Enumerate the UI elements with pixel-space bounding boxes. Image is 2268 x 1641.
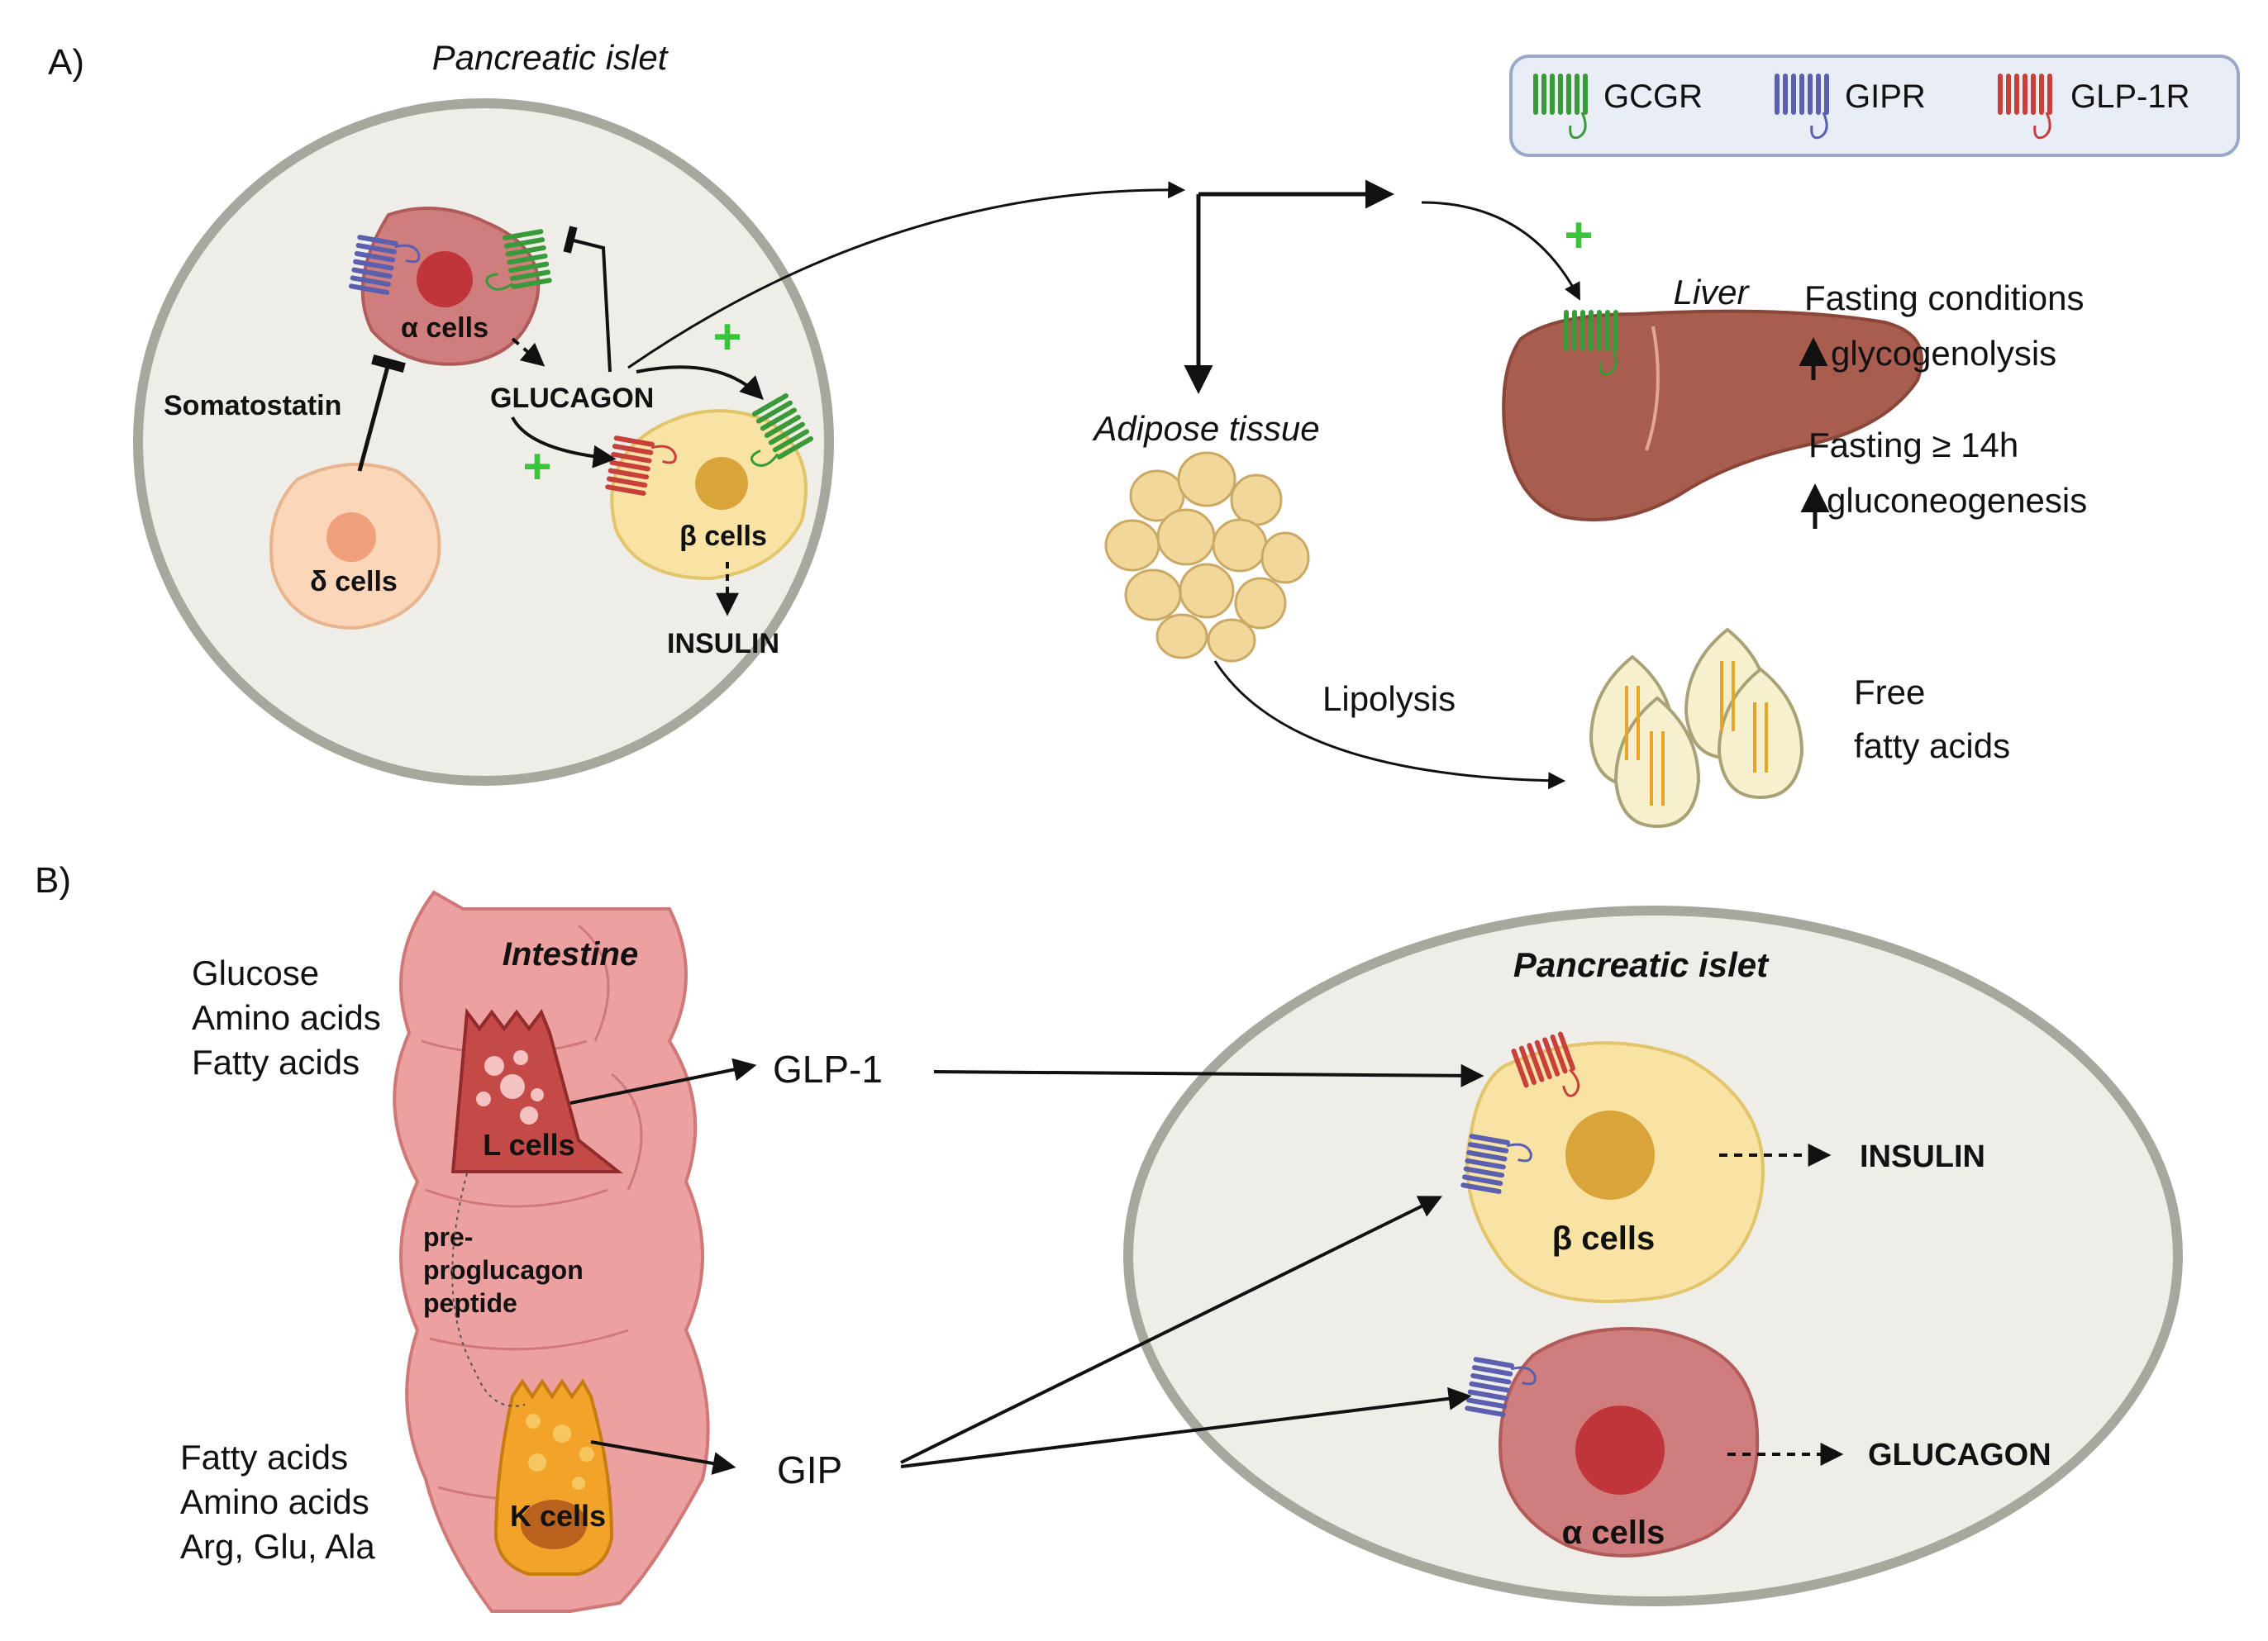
preproglucagon-line2: proglucagon bbox=[423, 1255, 584, 1285]
glp1-label: GLP-1 bbox=[773, 1048, 883, 1091]
fasting-conditions-text: Fasting conditions bbox=[1804, 278, 2085, 317]
glycogenolysis-text: glycogenolysis bbox=[1831, 334, 2056, 373]
l-nutrient-fatty-acids: Fatty acids bbox=[192, 1043, 360, 1082]
plus-sign-liver: + bbox=[1564, 207, 1593, 263]
glp1-to-beta-arrow bbox=[933, 1063, 1484, 1087]
glucagon-to-beta-gcgr-arrow bbox=[636, 365, 764, 400]
preproglucagon-line1: pre- bbox=[423, 1222, 473, 1252]
panel-a-label: A) bbox=[48, 42, 84, 83]
plus-sign-glp1r: + bbox=[522, 439, 551, 494]
legend-gipr-label: GIPR bbox=[1845, 78, 1926, 115]
ffa-label-line1: Free bbox=[1854, 673, 1925, 711]
insulin-label-b: INSULIN bbox=[1860, 1139, 1985, 1174]
liver-label: Liver bbox=[1673, 273, 1750, 312]
panel-b-label: B) bbox=[35, 860, 71, 901]
glucagon-label-b: GLUCAGON bbox=[1868, 1438, 2051, 1472]
delta-nucleus bbox=[326, 512, 376, 562]
insulin-label-a: INSULIN bbox=[667, 628, 779, 659]
plus-sign-gcgr: + bbox=[712, 309, 741, 364]
k-cell-nucleus bbox=[521, 1500, 587, 1549]
intestine-label: Intestine bbox=[503, 936, 638, 973]
beta-nucleus-b bbox=[1565, 1111, 1655, 1200]
k-nutrient-fatty-acids: Fatty acids bbox=[180, 1438, 348, 1477]
adipose-cluster bbox=[1104, 451, 1310, 663]
k-nutrient-arg-glu-ala: Arg, Glu, Ala bbox=[180, 1527, 375, 1566]
k-cell-to-gip-arrow bbox=[590, 1440, 736, 1475]
preproglucagon-line3: peptide bbox=[423, 1288, 517, 1318]
alpha-nucleus-a bbox=[417, 251, 473, 307]
legend-gcgr-label: GCGR bbox=[1603, 78, 1703, 115]
legend-glp1r-label: GLP-1R bbox=[2070, 78, 2190, 115]
delta-cells-label: δ cells bbox=[310, 566, 398, 597]
gip-label: GIP bbox=[777, 1448, 842, 1491]
glucagon-to-beta-glp1r-arrow bbox=[511, 416, 617, 469]
l-nutrient-amino-acids: Amino acids bbox=[192, 998, 381, 1037]
islet-b-title: Pancreatic islet bbox=[1513, 945, 1770, 984]
beta-cells-label-b: β cells bbox=[1552, 1220, 1656, 1257]
ffa-label-line2: fatty acids bbox=[1854, 726, 2010, 765]
fatty-acid-droplets bbox=[1589, 627, 1804, 829]
l-cell-granules bbox=[476, 1050, 544, 1125]
receptor-legend bbox=[1509, 55, 2240, 157]
k-nutrient-amino-acids: Amino acids bbox=[180, 1482, 369, 1521]
glucagon-label-a: GLUCAGON bbox=[490, 383, 654, 414]
gip-to-beta-arrow bbox=[900, 1196, 1443, 1464]
fatty-acid-chains bbox=[1625, 661, 1768, 806]
l-cell-to-glp1-arrow bbox=[569, 1058, 757, 1105]
beta-nucleus-a bbox=[695, 457, 748, 510]
lipolysis-arrow bbox=[1213, 660, 1566, 790]
somatostatin-label: Somatostatin bbox=[164, 390, 341, 421]
alpha-nucleus-b bbox=[1575, 1406, 1665, 1495]
curve-to-liver-receptor bbox=[1421, 201, 1580, 301]
alpha-to-glucagon-arrow bbox=[511, 337, 546, 367]
gip-to-alpha-arrow bbox=[900, 1387, 1472, 1468]
l-cells-label: L cells bbox=[483, 1128, 574, 1162]
somatostatin-inhibition bbox=[357, 354, 406, 472]
liver-ligament bbox=[1645, 326, 1660, 451]
k-cell-granules bbox=[526, 1414, 594, 1490]
beta-cells-label-a: β cells bbox=[679, 521, 767, 552]
fasting-14h-text: Fasting ≥ 14h bbox=[1808, 426, 2018, 464]
glucagon-to-periphery-curve bbox=[627, 181, 1186, 369]
gluconeogenesis-text: gluconeogenesis bbox=[1827, 481, 2087, 520]
islet-a-title: Pancreatic islet bbox=[432, 38, 669, 77]
lipolysis-label: Lipolysis bbox=[1322, 679, 1456, 718]
glucagon-feedback-inhibition bbox=[563, 226, 612, 373]
l-to-k-dotted-path bbox=[451, 1172, 526, 1407]
k-cells-label: K cells bbox=[510, 1499, 606, 1533]
adipose-label: Adipose tissue bbox=[1091, 409, 1319, 448]
alpha-cells-label-a: α cells bbox=[401, 312, 488, 344]
alpha-cells-label-b: α cells bbox=[1562, 1515, 1665, 1551]
l-nutrient-glucose: Glucose bbox=[192, 954, 319, 992]
